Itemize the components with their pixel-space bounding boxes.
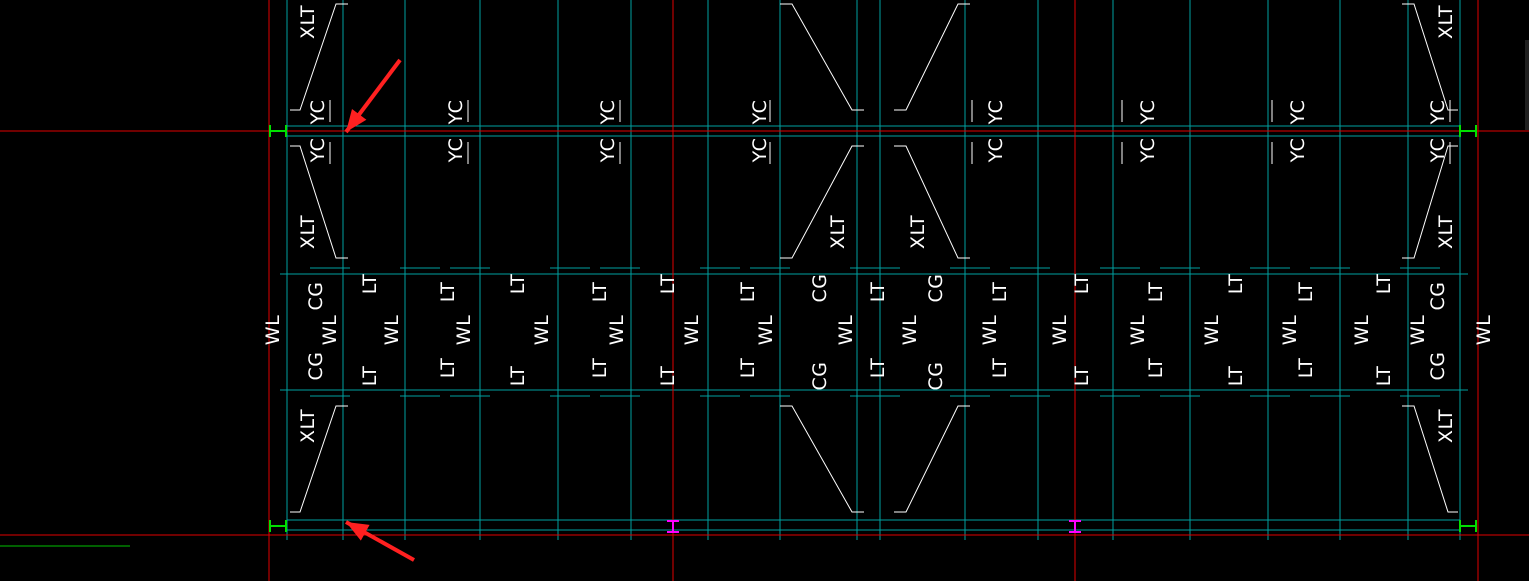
label-wl-36: WL <box>1049 315 1071 345</box>
label-cg-47: CG <box>925 274 947 303</box>
label-yc-22: YC <box>1137 138 1159 164</box>
brace-centre-upper-right <box>894 3 970 111</box>
label-yc-9: YC <box>307 100 329 126</box>
label-lt-76: LT <box>1373 366 1395 387</box>
label-yc-17: YC <box>307 138 329 164</box>
brace-centre-mid-left <box>780 145 864 259</box>
label-lt-52: LT <box>437 282 459 303</box>
label-lt-62: LT <box>1295 282 1317 303</box>
label-yc-10: YC <box>445 100 467 126</box>
member-labels: XLT XLT XLT XLT XLT XLT XLT XLT YC YC YC YC YC YC YC YC… <box>262 5 1495 443</box>
label-yc-24: YC <box>1427 138 1449 164</box>
label-wl-31: WL <box>681 315 703 345</box>
brace-left-lower <box>290 405 348 513</box>
label-yc-21: YC <box>985 138 1007 164</box>
label-yc-12: YC <box>749 100 771 126</box>
label-lt-66: LT <box>507 366 529 387</box>
label-yc-18: YC <box>445 138 467 164</box>
label-wl-25: WL <box>262 315 284 345</box>
label-lt-73: LT <box>1145 358 1167 379</box>
grid-lines <box>280 0 1468 540</box>
brace-centre-lower-left <box>780 405 864 513</box>
label-lt-53: LT <box>507 274 529 295</box>
label-wl-42: WL <box>1473 315 1495 345</box>
label-wl-27: WL <box>381 315 403 345</box>
label-xlt-7: XLT <box>1435 215 1457 249</box>
label-cg-48: CG <box>925 362 947 391</box>
label-lt-57: LT <box>867 282 889 303</box>
label-lt-64: LT <box>359 366 381 387</box>
label-lt-55: LT <box>657 274 679 295</box>
label-cg-45: CG <box>809 274 831 303</box>
label-yc-19: YC <box>597 138 619 164</box>
label-wl-28: WL <box>453 315 475 345</box>
brace-centre-upper-left <box>780 3 864 111</box>
label-lt-51: LT <box>359 274 381 295</box>
label-lt-56: LT <box>737 282 759 303</box>
label-xlt-1: XLT <box>297 5 319 39</box>
label-lt-63: LT <box>1373 274 1395 295</box>
label-lt-61: LT <box>1225 274 1247 295</box>
label-lt-59: LT <box>1071 274 1093 295</box>
label-yc-16: YC <box>1427 100 1449 126</box>
label-xlt-8: XLT <box>1435 409 1457 443</box>
label-cg-50: CG <box>1427 352 1449 381</box>
label-lt-71: LT <box>989 358 1011 379</box>
label-lt-67: LT <box>589 358 611 379</box>
label-wl-41: WL <box>1407 315 1429 345</box>
label-yc-23: YC <box>1287 138 1309 164</box>
arrow-upper-head <box>346 109 367 132</box>
label-yc-14: YC <box>1137 100 1159 126</box>
label-cg-46: CG <box>809 362 831 391</box>
label-wl-39: WL <box>1279 315 1301 345</box>
label-xlt-3: XLT <box>297 409 319 443</box>
annotation-arrows <box>344 58 415 562</box>
label-lt-68: LT <box>657 366 679 387</box>
label-lt-60: LT <box>1145 282 1167 303</box>
brace-left-upper <box>290 3 348 111</box>
label-yc-20: YC <box>749 138 771 164</box>
label-wl-26: WL <box>319 315 341 345</box>
end-caps <box>269 125 1477 533</box>
label-wl-38: WL <box>1201 315 1223 345</box>
label-lt-75: LT <box>1295 358 1317 379</box>
label-xlt-2: XLT <box>297 215 319 249</box>
label-wl-40: WL <box>1351 315 1373 345</box>
label-wl-29: WL <box>531 315 553 345</box>
label-yc-13: YC <box>985 100 1007 126</box>
brace-right-lower <box>1402 405 1458 513</box>
vertical-scrollbar[interactable] <box>1525 40 1529 130</box>
label-wl-35: WL <box>979 315 1001 345</box>
brace-centre-lower-right <box>894 405 970 513</box>
label-lt-58: LT <box>989 282 1011 303</box>
label-wl-34: WL <box>899 315 921 345</box>
brace-right-mid <box>1402 145 1458 259</box>
label-lt-74: LT <box>1225 366 1247 387</box>
label-wl-33: WL <box>835 315 857 345</box>
bracing-members <box>290 3 1458 513</box>
label-cg-44: CG <box>305 352 327 381</box>
label-yc-11: YC <box>597 100 619 126</box>
brace-centre-mid-right <box>894 145 970 259</box>
label-yc-15: YC <box>1287 100 1309 126</box>
label-lt-72: LT <box>1071 366 1093 387</box>
label-cg-49: CG <box>1427 282 1449 311</box>
brace-right-upper <box>1402 3 1458 111</box>
label-wl-37: WL <box>1127 315 1149 345</box>
label-xlt-5: XLT <box>907 215 929 249</box>
label-cg-43: CG <box>305 282 327 311</box>
label-wl-30: WL <box>606 315 628 345</box>
brace-left-mid <box>290 145 348 259</box>
label-lt-69: LT <box>737 358 759 379</box>
label-lt-70: LT <box>867 358 889 379</box>
arrow-lower-head <box>346 522 370 541</box>
label-xlt-4: XLT <box>827 215 849 249</box>
label-lt-65: LT <box>437 358 459 379</box>
label-wl-32: WL <box>755 315 777 345</box>
label-xlt-6: XLT <box>1435 5 1457 39</box>
label-lt-54: LT <box>589 282 611 303</box>
